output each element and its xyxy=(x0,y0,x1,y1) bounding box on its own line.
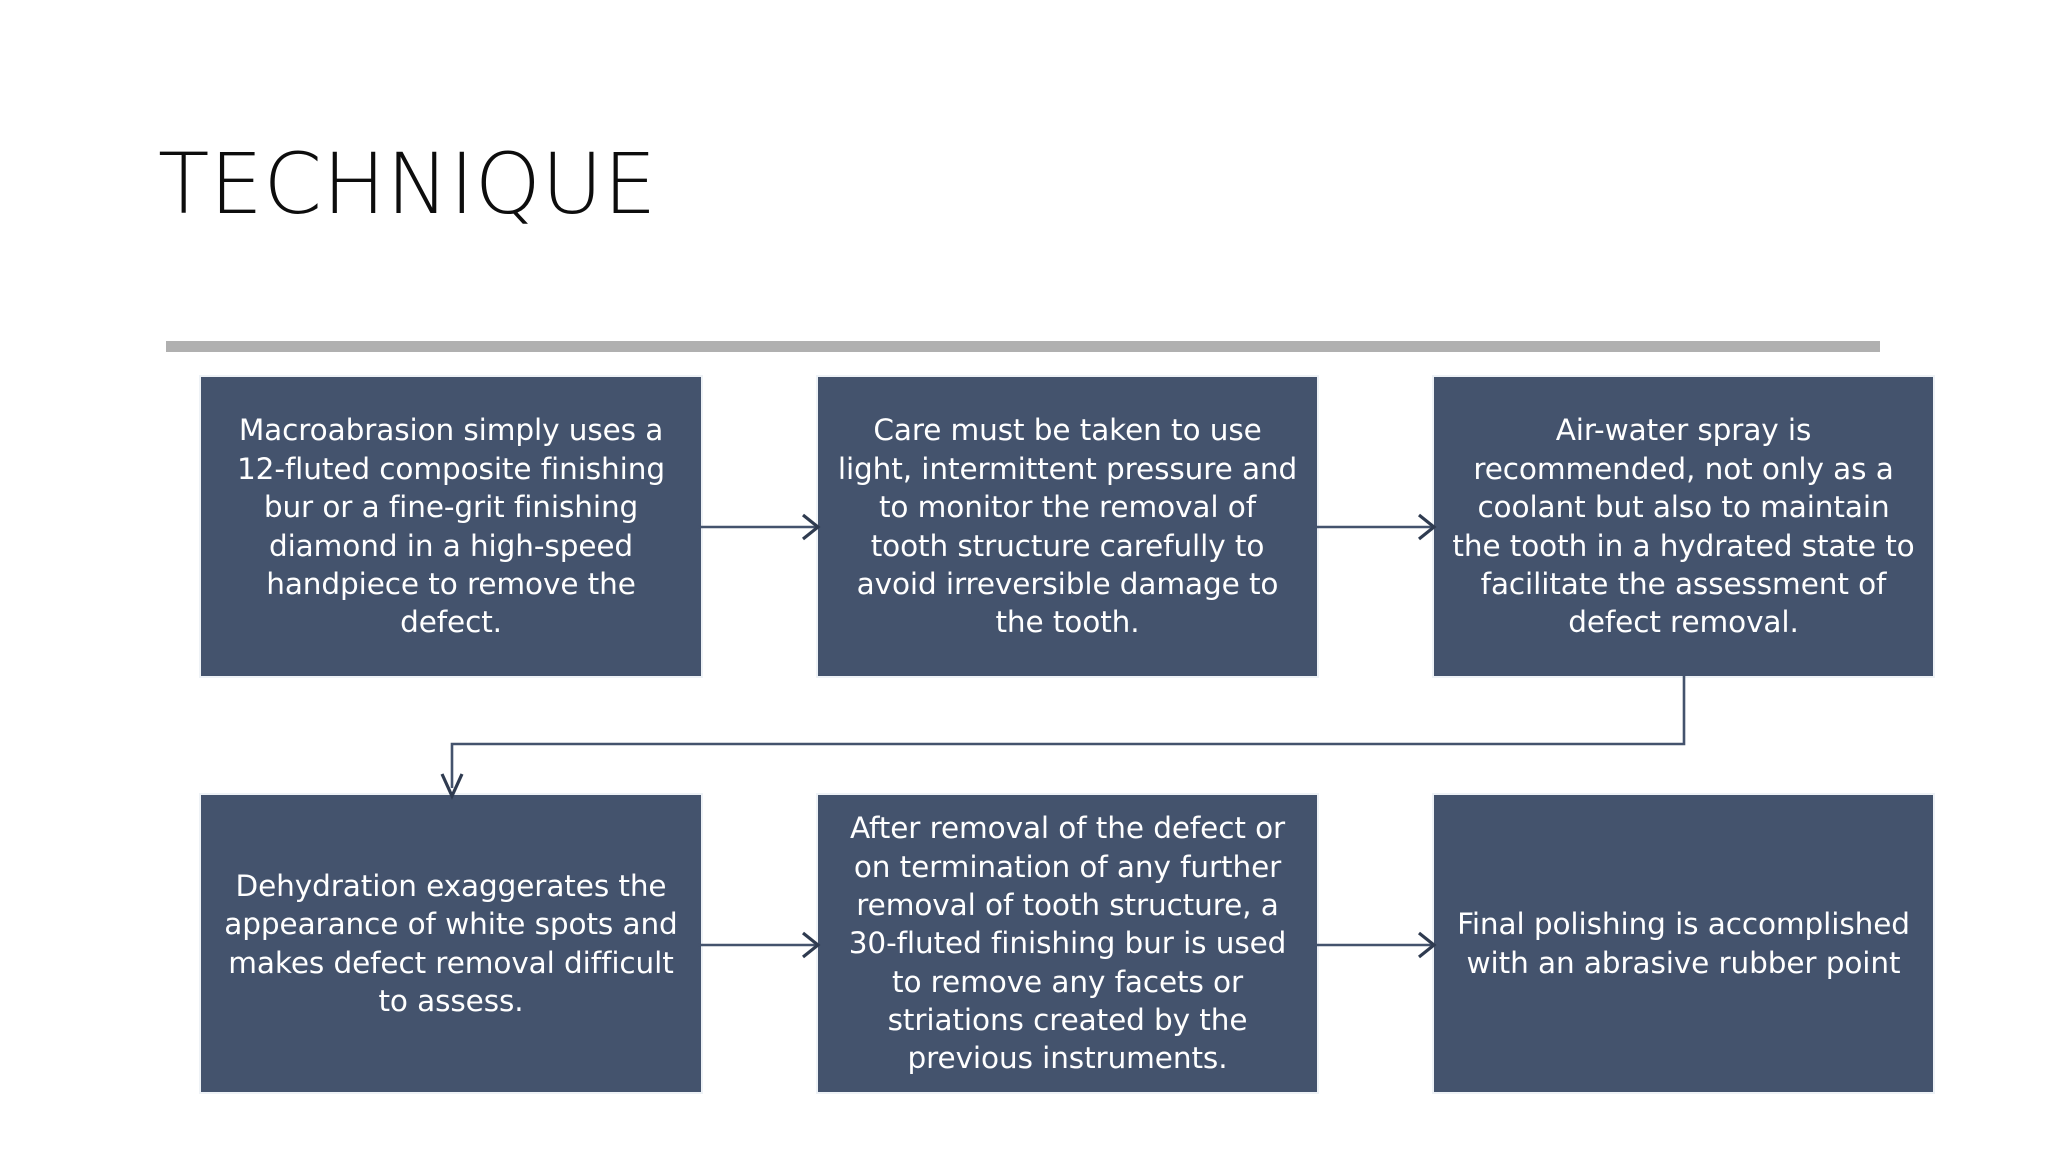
flow-node-step-2[interactable]: Care must be taken to use light, intermi… xyxy=(818,377,1317,676)
arrow-icon-step-5-to-step-6 xyxy=(1314,931,1437,959)
flow-node-step-4[interactable]: Dehydration exaggerates the appearance o… xyxy=(201,795,701,1092)
flow-node-text: Care must be taken to use light, intermi… xyxy=(837,413,1298,640)
title-divider-bar xyxy=(166,341,1880,352)
flow-node-text: Air-water spray is recommended, not only… xyxy=(1452,413,1915,640)
flow-node-step-6[interactable]: Final polishing is accomplished with an … xyxy=(1434,795,1933,1092)
flow-node-text: Macroabrasion simply uses a 12-fluted co… xyxy=(237,413,665,640)
flow-node-text: Dehydration exaggerates the appearance o… xyxy=(224,868,678,1018)
arrow-icon-step-3-to-step-4 xyxy=(440,670,1686,800)
flow-node-step-1[interactable]: Macroabrasion simply uses a 12-fluted co… xyxy=(201,377,701,676)
arrow-icon-step-4-to-step-5 xyxy=(698,931,821,959)
arrow-icon-step-1-to-step-2 xyxy=(698,513,821,541)
flow-node-text: Final polishing is accomplished with an … xyxy=(1457,907,1910,980)
page-title: TECHNIQUE xyxy=(158,135,657,233)
flow-node-step-5[interactable]: After removal of the defect or on termin… xyxy=(818,795,1317,1092)
flow-node-step-3[interactable]: Air-water spray is recommended, not only… xyxy=(1434,377,1933,676)
arrow-icon-step-2-to-step-3 xyxy=(1314,513,1437,541)
flow-node-text: After removal of the defect or on termin… xyxy=(848,811,1287,1076)
